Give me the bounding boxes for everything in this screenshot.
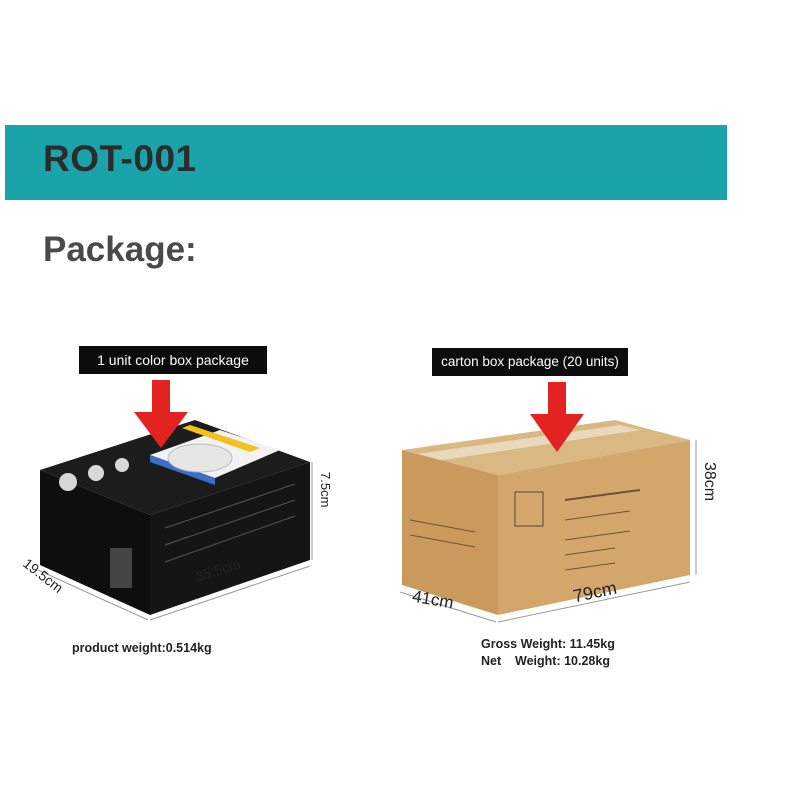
product-code-title: ROT-001 [43,138,197,179]
color-box-label: 1 unit color box package [79,346,267,374]
header-banner [5,125,727,200]
product-weight: product weight:0.514kg [72,641,212,655]
carton-box-label: carton box package (20 units) [432,348,628,376]
package-heading: Package: [43,230,197,269]
color-box-height-dim: 7.5cm [318,472,333,508]
arrow-down-icon [530,382,584,452]
gross-weight: Gross Weight: 11.45kg [481,637,615,651]
net-weight: Net Weight: 10.28kg [481,654,610,668]
carton-box-image [399,420,697,623]
carton-height-dim: 38cm [701,462,718,502]
arrow-down-icon [134,380,188,448]
color-box-image [37,420,313,621]
